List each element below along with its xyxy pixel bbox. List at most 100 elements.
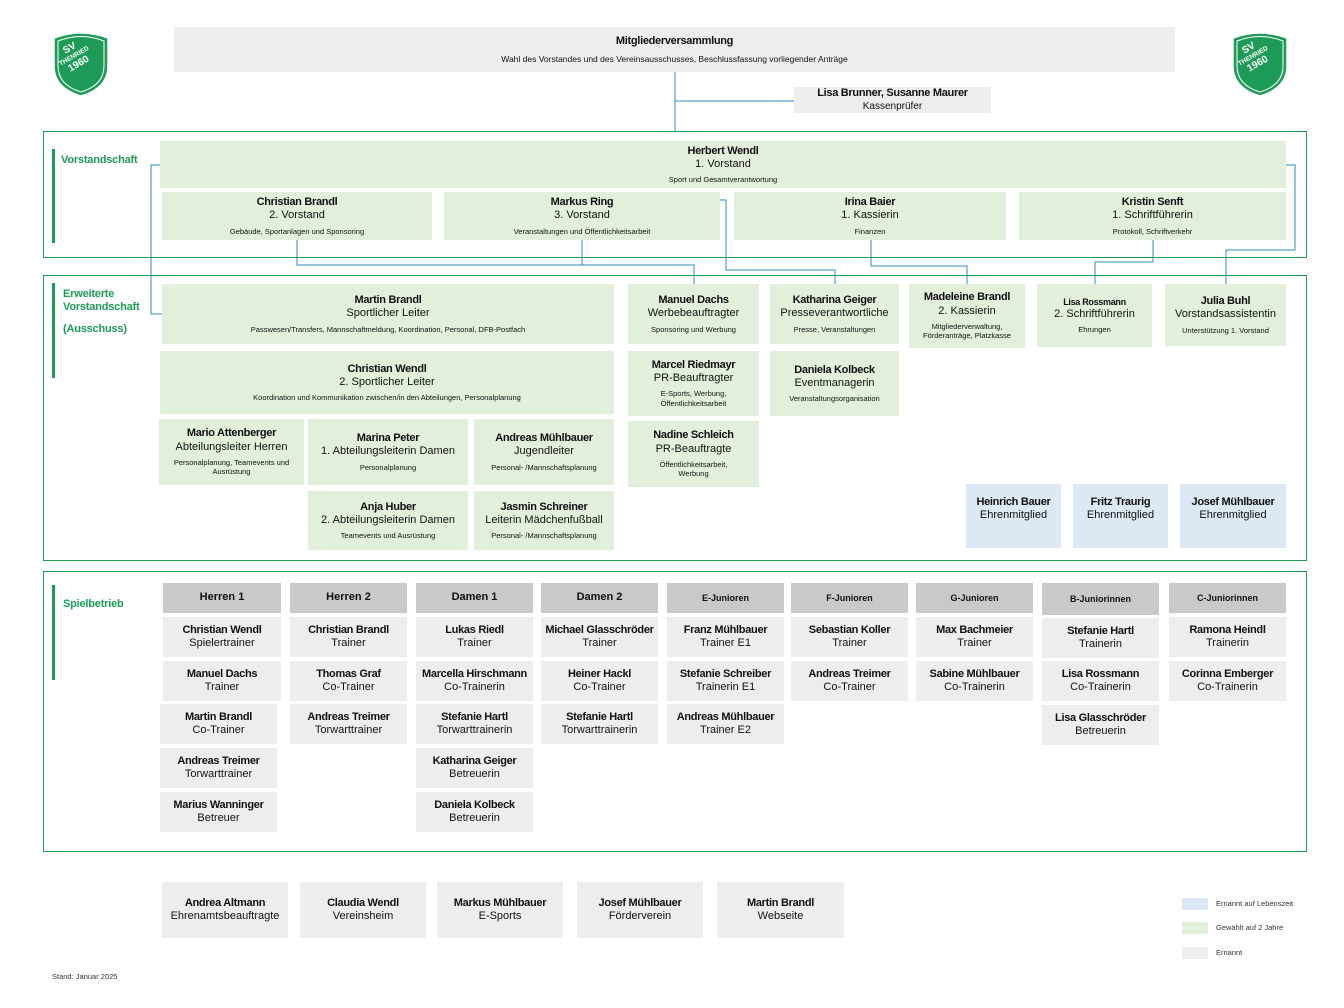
- card-name: Heinrich Bauer: [976, 496, 1051, 508]
- card-name: Stefanie Hartl: [566, 710, 633, 723]
- card-role: E-Sports: [478, 910, 522, 922]
- card-ausschuss: Daniela Kolbeck Eventmanagerin Veranstal…: [770, 351, 899, 416]
- card-role: 1. Schriftführerin: [1112, 209, 1193, 222]
- card-role: Trainerin: [1206, 637, 1249, 649]
- auditors-box: Lisa Brunner, Susanne Maurer Kassenprüfe…: [794, 87, 991, 113]
- card-role: Trainer: [204, 681, 240, 693]
- legend-swatch-appointed: [1182, 947, 1208, 959]
- card-name: Martin Brandl: [185, 710, 252, 723]
- card-role: 2. Sportlicher Leiter: [339, 375, 435, 388]
- card-name: Nadine Schleich: [653, 429, 734, 442]
- card-name: Lisa Glasschröder: [1055, 711, 1146, 724]
- card-name: Daniela Kolbeck: [794, 363, 875, 376]
- card-ausschuss: Martin Brandl Sportlicher Leiter Passwes…: [162, 284, 614, 344]
- card-role: Trainer: [582, 637, 617, 649]
- card-name: Christian Wendl: [182, 623, 262, 636]
- card-role: 1. Abteilungsleiterin Damen: [321, 445, 455, 458]
- card-name: Katharina Geiger: [432, 754, 517, 767]
- card-ehrenmitglied: Fritz Traurig Ehrenmitglied: [1073, 484, 1168, 548]
- card-name: Jasmin Schreiner: [500, 500, 588, 513]
- legend-label: Ernannt: [1216, 948, 1243, 957]
- card-ausschuss: Anja Huber 2. Abteilungsleiterin Damen T…: [308, 491, 468, 550]
- card-name: Lisa Rossmann: [1063, 296, 1126, 307]
- card-role: Ehrenmitglied: [1086, 509, 1155, 522]
- card-role: Co-Trainerin: [1070, 681, 1131, 693]
- card-vorstand-head: Herbert Wendl 1. Vorstand Sport und Gesa…: [160, 141, 1286, 188]
- card-role: Torwarttrainer: [184, 768, 253, 780]
- club-logo-left: SV THENRIED 1960: [50, 30, 112, 98]
- card-role: Ehrenamtsbeauftragte: [170, 910, 280, 922]
- card-role: 2. Schriftführerin: [1054, 307, 1135, 320]
- card-name: Markus Ring: [550, 196, 614, 209]
- card-name: Christian Brandl: [256, 196, 338, 209]
- card-name: Julia Buhl: [1200, 295, 1251, 308]
- team-name: B-Juniorinnen: [1070, 593, 1131, 604]
- card-name: Andreas Treimer: [307, 710, 390, 723]
- section-label-vorstandschaft: Vorstandschaft: [61, 154, 138, 166]
- card-role: 1. Vorstand: [695, 157, 751, 170]
- auditors-names: Lisa Brunner, Susanne Maurer: [817, 87, 968, 100]
- card-role: Co-Trainerin: [444, 681, 505, 693]
- team-header: Herren 1: [163, 583, 281, 613]
- card-name: Fritz Traurig: [1090, 496, 1151, 508]
- card-role: Sportlicher Leiter: [346, 307, 430, 320]
- card-name: Lukas Riedl: [445, 623, 504, 636]
- card-name: Franz Mühlbauer: [683, 623, 768, 636]
- card-role: Förderverein: [608, 910, 672, 922]
- card-name: Lisa Rossmann: [1061, 667, 1140, 680]
- card-name: Stefanie Hartl: [1067, 624, 1134, 637]
- section-bar: [52, 585, 55, 680]
- assembly-title: Mitgliederversammlung: [615, 35, 734, 48]
- card-desc: Öffentlichkeitsarbeit, Werbung: [659, 459, 728, 479]
- shield-icon: [1232, 32, 1288, 97]
- legend-swatch-lifetime: [1182, 898, 1208, 910]
- card-desc: Personal- /Mannschaftsplanung: [491, 462, 597, 472]
- card-name: Michael Glasschröder: [545, 623, 654, 636]
- card-name: Max Bachmeier: [936, 623, 1013, 636]
- card-name: Josef Mühlbauer: [598, 896, 682, 909]
- card-name: Anja Huber: [360, 500, 416, 513]
- card-role: 1. Kassierin: [841, 209, 899, 222]
- team-header: F-Junioren: [791, 583, 908, 613]
- card-name: Manuel Dachs: [186, 667, 258, 680]
- card-role: Co-Trainerin: [1197, 681, 1258, 693]
- card-role: Spielertrainer: [189, 637, 255, 649]
- card-role: Torwarttrainerin: [436, 724, 513, 736]
- card-role: Werbebeauftragter: [647, 307, 740, 320]
- card-vorstand-member: Kristin Senft 1. Schriftführerin Protoko…: [1019, 192, 1286, 240]
- section-bar: [52, 149, 55, 243]
- card-role: Jugendleiter: [514, 445, 574, 458]
- team-header: C-Juniorinnen: [1169, 583, 1286, 613]
- card-name: Josef Mühlbauer: [1191, 496, 1275, 508]
- card-role: Trainer E2: [700, 724, 751, 736]
- club-logo-right: SV THENRIED 1960: [1229, 30, 1291, 98]
- card-role: Co-Trainerin: [944, 681, 1005, 693]
- card-role: Vorstandsassistentin: [1175, 308, 1276, 321]
- card-role: Trainer: [331, 637, 366, 649]
- card-vorstand-member: Christian Brandl 2. Vorstand Gebäude, Sp…: [162, 192, 432, 240]
- shield-icon: [53, 32, 109, 97]
- card-desc: Veranstaltungen und Öffentlichkeitsarbei…: [513, 226, 651, 236]
- assembly-box: Mitgliederversammlung Wahl des Vorstande…: [174, 27, 1175, 72]
- card-role: Leiterin Mädchenfußball: [485, 513, 603, 526]
- card-name: Claudia Wendl: [327, 896, 399, 909]
- card-desc: Passwesen/Transfers, Mannschaftmeldung, …: [250, 324, 526, 334]
- card-name: Madeleine Brandl: [923, 291, 1011, 304]
- card-desc: Personal- /Mannschaftsplanung: [491, 531, 597, 540]
- card-desc: Mitgliederverwaltung, Förderanträge, Pla…: [923, 321, 1011, 341]
- card-role: PR-Beauftragte: [655, 442, 732, 455]
